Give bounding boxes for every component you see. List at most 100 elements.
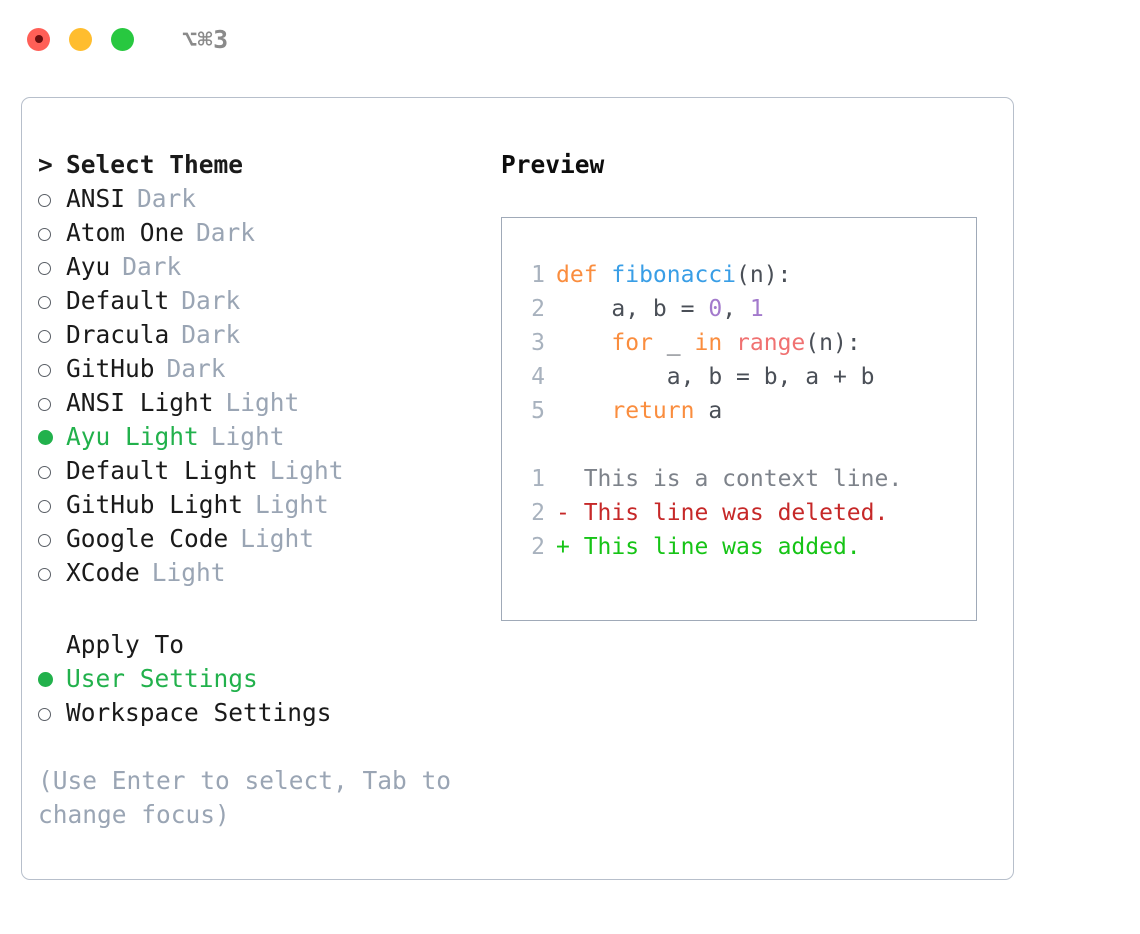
close-button[interactable] [27, 27, 50, 51]
diff-line: 2+ This line was added. [515, 530, 970, 564]
line-number: 2 [531, 500, 545, 526]
theme-list-item[interactable]: GitHub Dark [38, 352, 478, 386]
theme-variant-tag: Dark [137, 184, 197, 213]
code-token: in [694, 330, 723, 356]
theme-list-item[interactable]: Atom One Dark [38, 216, 478, 250]
radio-unselected-icon[interactable] [38, 354, 66, 388]
theme-variant-tag: Dark [181, 320, 241, 349]
radio-unselected-icon[interactable] [38, 698, 66, 732]
radio-unselected-icon[interactable] [38, 184, 66, 218]
radio-dot [38, 466, 51, 479]
line-number: 1 [531, 466, 545, 492]
theme-name: XCode [66, 558, 140, 587]
code-line: 2 a, b = 0, 1 [515, 292, 970, 326]
line-number: 1 [531, 262, 545, 288]
diff-text: This is a context line. [569, 466, 903, 492]
minimize-button[interactable] [69, 27, 92, 51]
theme-variant-tag: Light [225, 388, 300, 417]
code-token: a [694, 398, 723, 424]
code-token: def [556, 262, 612, 288]
code-line: 3 for _ in range(n): [515, 326, 970, 360]
maximize-button[interactable] [111, 27, 134, 51]
radio-selected-icon[interactable] [38, 421, 66, 455]
apply-to-item[interactable]: User Settings [38, 662, 478, 696]
radio-unselected-icon[interactable] [38, 558, 66, 592]
code-token [556, 326, 611, 360]
radio-dot [38, 708, 51, 721]
theme-name: Dracula [66, 320, 170, 349]
theme-variant-tag: Light [210, 422, 285, 451]
radio-dot [38, 330, 51, 343]
radio-dot [38, 194, 51, 207]
theme-name: ANSI Light [66, 388, 214, 417]
preview-heading: Preview [501, 150, 605, 179]
radio-dot [38, 672, 53, 687]
theme-list-item[interactable]: Ayu Dark [38, 250, 478, 284]
theme-variant-tag: Dark [122, 252, 182, 281]
code-token: range [736, 330, 806, 356]
code-token: a, b = [556, 296, 709, 322]
theme-name: Default Light [66, 456, 258, 485]
radio-dot [38, 534, 51, 547]
radio-unselected-icon[interactable] [38, 252, 66, 286]
theme-name: GitHub [66, 354, 155, 383]
code-token: (n): [805, 330, 861, 356]
theme-name: Atom One [66, 218, 185, 247]
radio-dot [38, 228, 51, 241]
theme-name: Ayu [66, 252, 111, 281]
code-token: return [611, 398, 695, 424]
radio-dot [38, 398, 51, 411]
apply-to-gutter [38, 628, 66, 662]
apply-to-label: Workspace Settings [66, 698, 332, 727]
theme-name: ANSI [66, 184, 126, 213]
line-number: 4 [531, 364, 545, 390]
line-number: 5 [531, 398, 545, 424]
radio-unselected-icon[interactable] [38, 456, 66, 490]
apply-to-item[interactable]: Workspace Settings [38, 696, 478, 730]
radio-dot [38, 364, 51, 377]
diff-line: 1 This is a context line. [515, 462, 970, 496]
theme-list-item[interactable]: ANSI Dark [38, 182, 478, 216]
radio-dot [38, 430, 53, 445]
diff-sign: + [556, 534, 570, 560]
window-controls [27, 27, 134, 51]
code-token: , [722, 296, 750, 322]
theme-variant-tag: Dark [181, 286, 241, 315]
keyboard-hint-text: (Use Enter to select, Tab to change focu… [38, 766, 466, 829]
code-token [722, 326, 736, 360]
radio-selected-icon[interactable] [38, 663, 66, 697]
radio-unselected-icon[interactable] [38, 320, 66, 354]
theme-variant-tag: Dark [166, 354, 226, 383]
diff-line: 2- This line was deleted. [515, 496, 970, 530]
code-token: 1 [749, 296, 764, 322]
radio-unselected-icon[interactable] [38, 524, 66, 558]
theme-variant-tag: Light [240, 524, 315, 553]
prompt-icon: > [38, 150, 53, 179]
theme-variant-tag: Dark [196, 218, 256, 247]
apply-to-label: User Settings [66, 664, 258, 693]
code-token [556, 394, 611, 428]
title-bar: ⌥⌘3 [0, 0, 1140, 78]
keyboard-shortcut-label: ⌥⌘3 [182, 24, 229, 54]
radio-unselected-icon[interactable] [38, 218, 66, 252]
section-spacer [38, 590, 478, 628]
radio-unselected-icon[interactable] [38, 490, 66, 524]
theme-variant-tag: Light [255, 490, 329, 519]
radio-unselected-icon[interactable] [38, 388, 66, 422]
theme-list-item[interactable]: Dracula Dark [38, 318, 478, 352]
code-token: _ [652, 330, 695, 356]
code-token: 0 [708, 296, 723, 322]
radio-unselected-icon[interactable] [38, 286, 66, 320]
theme-list-item[interactable]: ANSI Light Light [38, 386, 478, 420]
